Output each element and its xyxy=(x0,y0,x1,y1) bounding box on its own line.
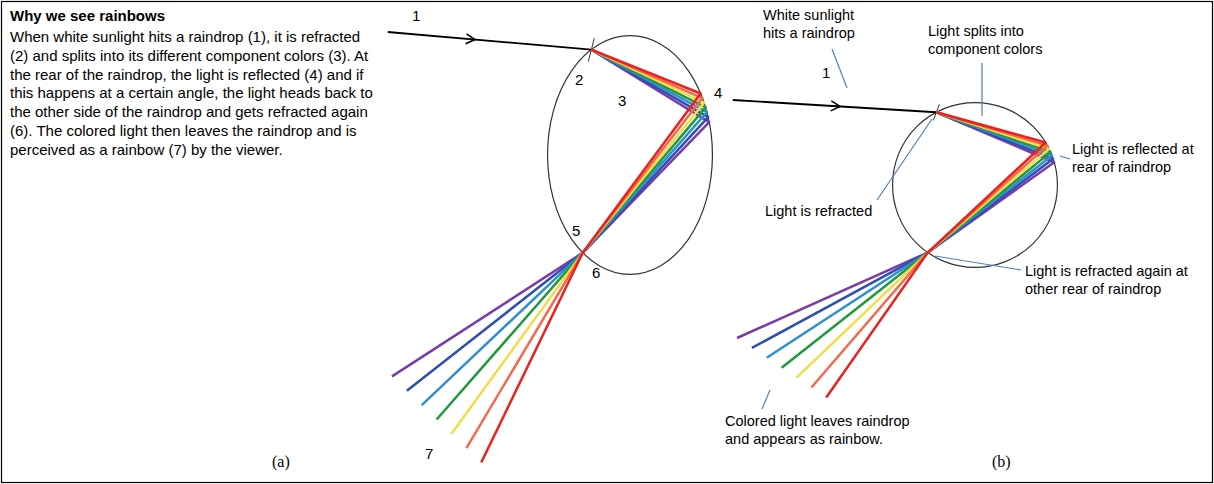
color-rays xyxy=(392,50,709,463)
violet-ray xyxy=(392,50,709,377)
panel-label: (b) xyxy=(992,452,1011,472)
leader-line xyxy=(1060,156,1070,159)
blue-ray xyxy=(422,50,707,405)
callout-number: 5 xyxy=(572,222,580,239)
raindrop-figure xyxy=(733,100,1058,398)
callout-number: 2 xyxy=(575,71,583,88)
callout-number: 4 xyxy=(714,84,722,101)
yellow-ray xyxy=(797,112,1050,377)
callout-label: Light is refracted xyxy=(765,202,885,220)
heading: Why we see rainbows xyxy=(10,7,165,26)
leader-line xyxy=(935,256,1021,270)
leader-line xyxy=(981,63,982,116)
red-ray xyxy=(826,112,1045,397)
callout-label: Light splits into component colors xyxy=(928,22,1053,58)
callout-label: White sunlight hits a raindrop xyxy=(763,6,873,42)
indigo-ray xyxy=(407,50,708,391)
sunlight-ray xyxy=(388,32,592,50)
callout-number: 3 xyxy=(618,92,626,109)
blue-ray xyxy=(767,112,1052,358)
leader-lines xyxy=(762,49,1070,409)
sunlight-ray xyxy=(733,100,937,112)
green-ray xyxy=(437,50,706,420)
yellow-ray xyxy=(452,50,705,434)
color-rays xyxy=(737,112,1054,397)
leader-line xyxy=(762,390,770,409)
callout-number: 1 xyxy=(822,64,830,81)
violet-ray xyxy=(737,112,1054,338)
panel-label: (a) xyxy=(272,452,290,472)
red-ray xyxy=(481,50,700,463)
ray-arrowhead xyxy=(466,34,475,44)
raindrop-figure xyxy=(388,32,713,463)
green-ray xyxy=(782,112,1051,368)
leader-line xyxy=(877,119,932,200)
indigo-ray xyxy=(752,112,1053,348)
callout-label: Light is refracted again at other rear o… xyxy=(1025,262,1205,298)
callout-number: 1 xyxy=(412,7,420,24)
callout-number: 7 xyxy=(425,445,433,462)
callout-label: Light is reflected at rear of raindrop xyxy=(1072,140,1210,176)
callout-label: Colored light leaves raindrop and appear… xyxy=(725,412,925,448)
leader-line xyxy=(832,49,847,88)
callout-number: 6 xyxy=(592,264,600,281)
ray-arrowhead xyxy=(831,101,840,111)
explanation-text: When white sunlight hits a raindrop (1),… xyxy=(10,28,378,159)
